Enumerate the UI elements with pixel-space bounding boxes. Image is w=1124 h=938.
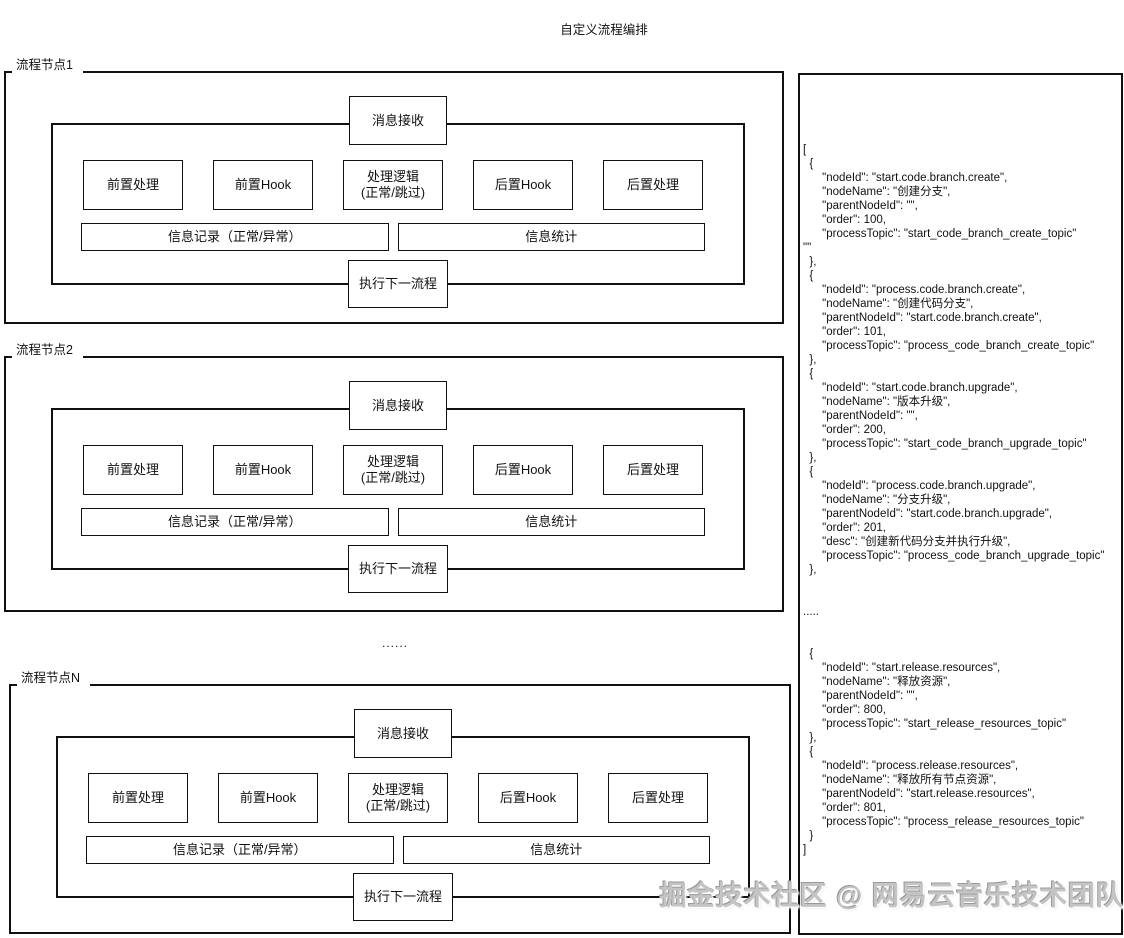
page-title: 自定义流程编排 [0,19,1124,38]
process-node-1-lifecycle-frame: 消息接收 前置处理 前置Hook 处理逻辑 (正常/跳过) 后置Hook 后置处… [51,96,745,308]
process-node-2: 流程节点2 消息接收 前置处理 前置Hook 处理逻辑 (正常/跳过) 后置Ho… [4,343,784,612]
next-flow-box: 执行下一流程 [353,873,453,921]
page-title-text: 自定义流程编排 [560,23,648,37]
stage-row: 前置处理 前置Hook 处理逻辑 (正常/跳过) 后置Hook 后置处理 [88,773,708,823]
node-config-json-text: [ { "nodeId": "start.code.branch.create"… [803,144,1105,856]
pre-hook-box: 前置Hook [213,445,313,495]
post-hook-box: 后置Hook [473,160,573,210]
post-process-box: 后置处理 [603,445,703,495]
info-stats-box: 信息统计 [397,223,705,251]
next-flow-box: 执行下一流程 [348,545,448,593]
info-row: 信息记录（正常/异常） 信息统计 [81,508,705,536]
post-hook-box: 后置Hook [478,773,578,823]
ellipsis-separator: ...... [381,636,408,650]
pre-process-box: 前置处理 [83,445,183,495]
process-logic-box: 处理逻辑 (正常/跳过) [343,160,443,210]
node-config-json-panel: [ { "nodeId": "start.code.branch.create"… [798,73,1123,935]
pre-process-box: 前置处理 [88,773,188,823]
process-node-n-label: 流程节点N [17,671,91,688]
message-receive-box: 消息接收 [349,381,447,430]
stage-row: 前置处理 前置Hook 处理逻辑 (正常/跳过) 后置Hook 后置处理 [83,445,703,495]
process-node-n-lifecycle-frame: 消息接收 前置处理 前置Hook 处理逻辑 (正常/跳过) 后置Hook 后置处… [56,709,750,921]
message-receive-box: 消息接收 [349,96,447,145]
process-node-2-label: 流程节点2 [12,343,83,360]
post-hook-box: 后置Hook [473,445,573,495]
process-node-n: 流程节点N 消息接收 前置处理 前置Hook 处理逻辑 (正常/跳过) 后置Ho… [9,671,791,934]
info-record-box: 信息记录（正常/异常） [81,508,389,536]
pre-hook-box: 前置Hook [218,773,318,823]
next-flow-box: 执行下一流程 [348,260,448,308]
info-stats-box: 信息统计 [402,836,710,864]
post-process-box: 后置处理 [608,773,708,823]
process-logic-box: 处理逻辑 (正常/跳过) [343,445,443,495]
message-receive-box: 消息接收 [354,709,452,758]
post-process-box: 后置处理 [603,160,703,210]
info-row: 信息记录（正常/异常） 信息统计 [86,836,710,864]
info-stats-box: 信息统计 [397,508,705,536]
info-record-box: 信息记录（正常/异常） [86,836,394,864]
process-logic-box: 处理逻辑 (正常/跳过) [348,773,448,823]
process-node-1: 流程节点1 消息接收 前置处理 前置Hook 处理逻辑 (正常/跳过) 后置Ho… [4,58,784,324]
process-node-2-lifecycle-frame: 消息接收 前置处理 前置Hook 处理逻辑 (正常/跳过) 后置Hook 后置处… [51,381,745,593]
info-record-box: 信息记录（正常/异常） [81,223,389,251]
pre-process-box: 前置处理 [83,160,183,210]
stage-row: 前置处理 前置Hook 处理逻辑 (正常/跳过) 后置Hook 后置处理 [83,160,703,210]
process-node-1-label: 流程节点1 [12,58,83,75]
pre-hook-box: 前置Hook [213,160,313,210]
info-row: 信息记录（正常/异常） 信息统计 [81,223,705,251]
